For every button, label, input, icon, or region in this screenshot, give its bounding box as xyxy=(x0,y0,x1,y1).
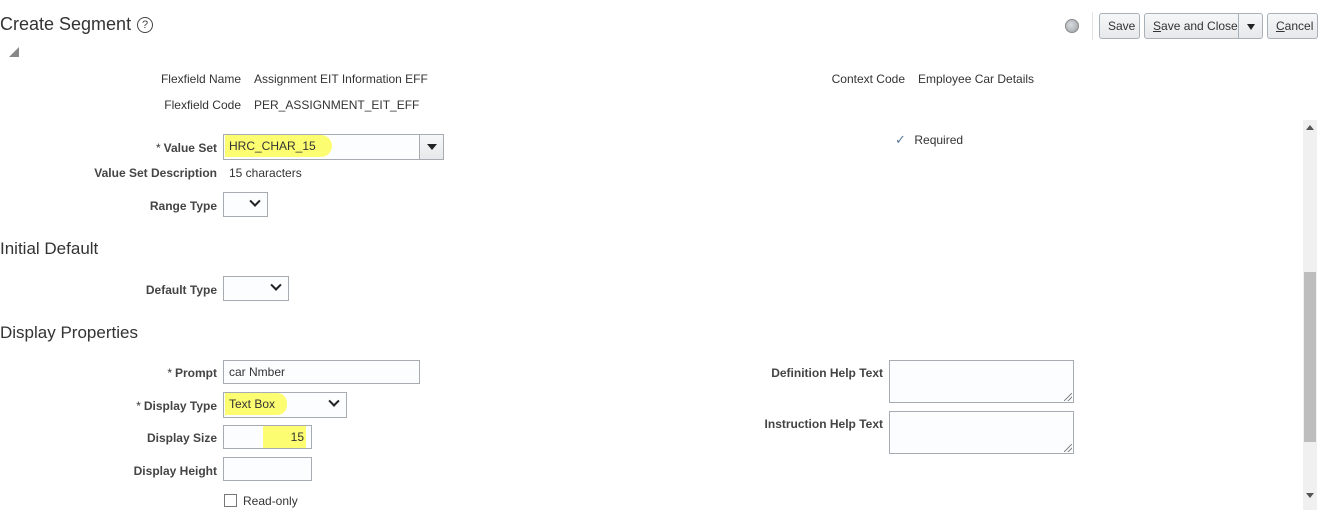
read-only-label: Read-only xyxy=(243,494,298,508)
scrollbar-thumb[interactable] xyxy=(1304,272,1316,442)
range-type-label: Range Type xyxy=(149,199,217,213)
flexfield-name-value: Assignment EIT Information EFF xyxy=(254,72,428,86)
instruction-help-text-label: Instruction Help Text xyxy=(764,417,883,431)
read-only-checkbox[interactable] xyxy=(224,494,237,507)
value-set-description-label: Value Set Description xyxy=(94,166,217,180)
definition-help-text-textarea[interactable] xyxy=(889,360,1074,403)
scroll-up-arrow-icon[interactable] xyxy=(1306,125,1314,130)
caret-down-icon xyxy=(1246,23,1255,30)
display-properties-heading: Display Properties xyxy=(0,323,138,342)
save-button[interactable]: Save xyxy=(1099,13,1140,39)
display-type-label: *Display Type xyxy=(136,399,217,413)
chevron-down-icon xyxy=(328,395,340,407)
toolbar-separator xyxy=(1092,12,1093,40)
default-type-label: Default Type xyxy=(145,283,217,297)
globe-icon[interactable] xyxy=(1065,19,1079,33)
check-icon: ✓ xyxy=(895,132,906,147)
cancel-button[interactable]: Cancel xyxy=(1267,13,1318,39)
initial-default-heading: Initial Default xyxy=(0,239,99,258)
scroll-down-arrow-icon[interactable] xyxy=(1306,493,1314,498)
context-code-value: Employee Car Details xyxy=(918,72,1035,86)
prompt-input[interactable]: car Nmber xyxy=(223,360,420,384)
flexfield-code-value: PER_ASSIGNMENT_EIT_EFF xyxy=(254,98,420,112)
display-height-input[interactable] xyxy=(223,457,312,481)
instruction-help-text-textarea[interactable] xyxy=(889,411,1074,454)
page-title: Create Segment? xyxy=(0,14,154,35)
chevron-down-icon xyxy=(249,195,261,207)
definition-help-text-label: Definition Help Text xyxy=(771,366,883,380)
value-set-description-value: 15 characters xyxy=(229,166,302,180)
disclosure-toggle-icon[interactable] xyxy=(9,47,19,57)
value-set-dropdown-button[interactable] xyxy=(419,135,443,159)
default-type-select[interactable] xyxy=(223,276,289,301)
chevron-down-icon xyxy=(270,279,282,291)
display-type-select[interactable]: Text Box xyxy=(223,392,347,418)
flexfield-name-label: Flexfield Name xyxy=(160,72,241,86)
display-height-label: Display Height xyxy=(133,464,217,478)
value-set-input[interactable]: HRC_CHAR_15 xyxy=(223,134,444,160)
value-set-label: *Value Set xyxy=(155,141,217,155)
required-indicator: ✓ Required xyxy=(895,132,964,147)
display-size-label: Display Size xyxy=(146,431,217,445)
range-type-select[interactable] xyxy=(223,192,268,217)
flexfield-code-label: Flexfield Code xyxy=(164,98,241,112)
context-code-label: Context Code xyxy=(831,72,905,86)
save-and-close-button[interactable]: Save and Close xyxy=(1144,13,1239,39)
prompt-label: *Prompt xyxy=(167,366,217,380)
save-options-dropdown[interactable] xyxy=(1238,13,1263,39)
help-icon[interactable]: ? xyxy=(137,17,154,33)
display-size-input[interactable]: 15 xyxy=(223,425,312,449)
